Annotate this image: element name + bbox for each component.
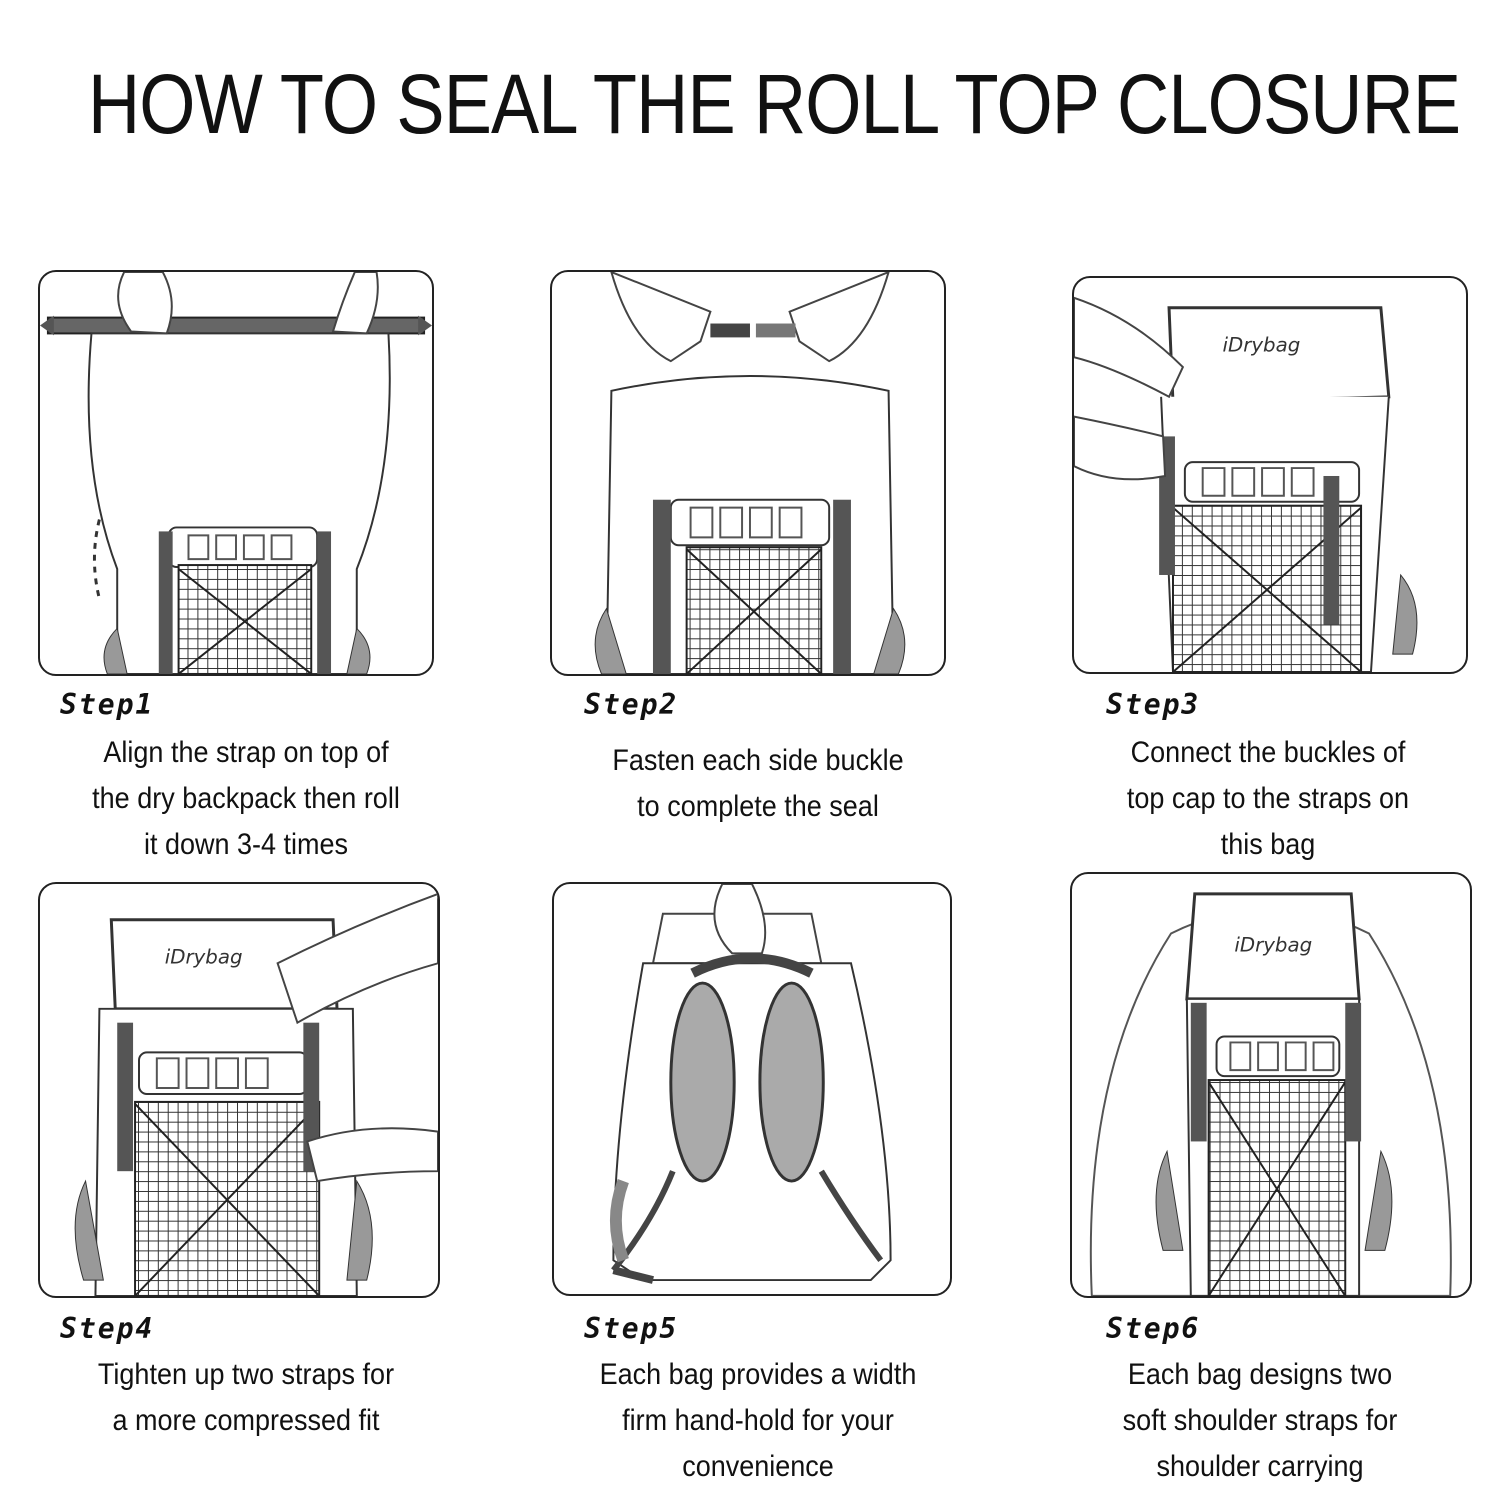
step-6-line-1: Each bag designs two [1127, 1358, 1393, 1391]
step-6-illustration: iDrybag [1070, 872, 1472, 1298]
step-6-line-2: soft shoulder straps for [1122, 1404, 1398, 1437]
step-5-illustration [552, 882, 952, 1296]
step-1-line-1: Align the strap on top of [103, 736, 389, 769]
step-3-label: Step3 [1106, 688, 1201, 721]
step-1-label: Step1 [60, 688, 155, 721]
step-3-line-2: top cap to the straps on [1126, 782, 1410, 815]
step-2-illustration [550, 270, 946, 676]
step-3-line-3: this bag [1220, 828, 1316, 861]
page-title: HOW TO SEAL THE ROLL TOP CLOSURE [88, 57, 1461, 151]
step-5-description: Each bag provides a width firm hand-hold… [569, 1352, 947, 1490]
step-4-line-1: Tighten up two straps for [97, 1358, 395, 1391]
step-6-description: Each bag designs two soft shoulder strap… [1071, 1352, 1449, 1490]
backpack-shoulder-carry-illustration: iDrybag [1089, 892, 1452, 1296]
step-4-description: Tighten up two straps for a more compres… [57, 1352, 435, 1444]
step-1-line-2: the dry backpack then roll [92, 782, 400, 815]
step-1-description: Align the strap on top of the dry backpa… [57, 730, 435, 868]
step-5-line-2: firm hand-hold for your [622, 1404, 894, 1437]
step-5-line-3: convenience [682, 1450, 834, 1483]
step-2-description: Fasten each side buckle to complete the … [569, 738, 947, 830]
step-3-illustration: iDrybag [1072, 276, 1468, 674]
backpack-side-buckle-illustration [594, 272, 906, 674]
step-5-label: Step5 [584, 1312, 679, 1345]
step-6-label: Step6 [1106, 1312, 1201, 1345]
backpack-rolltop-strap-illustration [40, 272, 432, 674]
step-3-brand-logo: iDrybag [1222, 333, 1300, 356]
step-3-description: Connect the buckles of top cap to the st… [1079, 730, 1457, 868]
step-1-illustration [38, 270, 434, 676]
backpack-tighten-straps-illustration: iDrybag [74, 892, 438, 1296]
backpack-top-cap-buckle-illustration: iDrybag [1074, 296, 1418, 672]
step-1-line-3: it down 3-4 times [143, 828, 349, 861]
step-2-line-1: Fasten each side buckle [612, 744, 904, 777]
step-2-label: Step2 [584, 688, 679, 721]
step-2-line-2: to complete the seal [637, 790, 879, 823]
step-5-line-1: Each bag provides a width [599, 1358, 917, 1391]
backpack-hand-hold-illustration [609, 884, 892, 1284]
step-3-line-1: Connect the buckles of [1130, 736, 1406, 769]
step-4-line-2: a more compressed fit [112, 1404, 380, 1437]
step-4-brand-logo: iDrybag [165, 945, 243, 968]
step-6-line-3: shoulder carrying [1156, 1450, 1364, 1483]
step-6-brand-logo: iDrybag [1234, 933, 1312, 956]
step-4-label: Step4 [60, 1312, 155, 1345]
step-4-illustration: iDrybag [38, 882, 440, 1298]
